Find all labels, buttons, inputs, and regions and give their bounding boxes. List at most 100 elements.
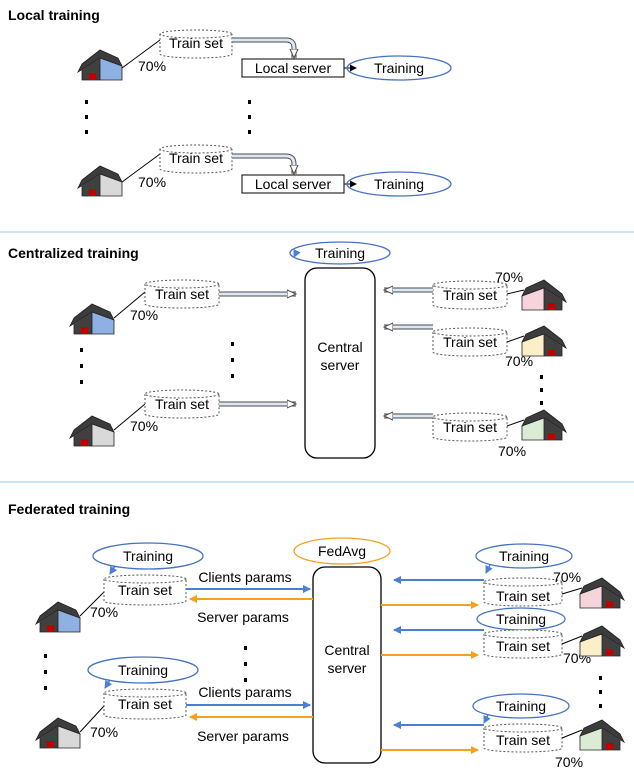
vertical-dots	[540, 375, 543, 405]
cylinder-icon	[432, 280, 508, 310]
fed-left-client-1: Train set 70%	[34, 574, 187, 633]
fedavg-label: FedAvg	[318, 543, 366, 559]
central-server-label: Central	[317, 339, 362, 355]
percent-label: 70%	[555, 754, 583, 770]
cylinder-icon	[159, 144, 233, 174]
fed-right-client-1: Train set 70%	[483, 569, 626, 609]
training-ellipse	[346, 55, 452, 81]
train-set-label: Train set	[496, 588, 550, 604]
train-set-label: Train set	[118, 696, 172, 712]
fed-left-client-2: Train set 70%	[34, 688, 187, 749]
house-icon	[521, 279, 568, 311]
training-label: Training	[496, 698, 546, 714]
clients-params-label: Clients params	[198, 569, 291, 585]
percent-label: 70%	[130, 418, 158, 434]
training-label: Training	[123, 548, 173, 564]
house-icon	[579, 577, 626, 609]
house-icon	[579, 719, 626, 751]
training-label: Training	[374, 176, 424, 192]
arrow-icon	[232, 37, 297, 58]
train-set-label: Train set	[496, 732, 550, 748]
vertical-dots	[44, 646, 247, 690]
central-left-client-2: Train set 70%	[68, 389, 220, 447]
central-server-box	[304, 267, 376, 459]
cylinder-icon	[103, 574, 187, 606]
local-client-1: Train set 70%	[76, 29, 233, 81]
data-arrow	[219, 294, 296, 404]
training-label: Training	[374, 60, 424, 76]
house-icon	[76, 49, 123, 81]
cylinder-icon	[103, 688, 187, 720]
central-right-client-3: Train set 70%	[432, 409, 568, 459]
central-server-label: Central	[324, 642, 369, 658]
cylinder-icon	[432, 412, 508, 442]
train-set-label: Train set	[496, 638, 550, 654]
fed-right-client-2: Train set 70%	[483, 625, 626, 666]
clients-params-label: Clients params	[198, 684, 291, 700]
house-icon	[521, 325, 568, 357]
percent-label: 70%	[553, 569, 581, 585]
cylinder-icon	[483, 577, 563, 607]
train-set-label: Train set	[443, 334, 497, 350]
percent-label: 70%	[90, 724, 118, 740]
house-icon	[76, 165, 123, 197]
train-set-label: Train set	[155, 286, 209, 302]
central-left-client-1: Train set 70%	[68, 279, 220, 335]
fedavg-ellipse	[293, 537, 391, 565]
cylinder-icon	[144, 389, 220, 419]
house-icon	[521, 409, 568, 441]
train-set-label: Train set	[443, 419, 497, 435]
server-params-label: Server params	[197, 728, 289, 744]
training-ellipse	[92, 542, 204, 570]
percent-label: 70%	[505, 353, 533, 369]
cylinder-icon	[483, 629, 563, 659]
local-client-2: Train set 70%	[76, 144, 233, 197]
server-params-label: Server params	[197, 609, 289, 625]
training-label: Training	[315, 245, 365, 261]
training-ellipse	[87, 656, 199, 684]
house-icon	[34, 601, 81, 633]
training-label: Training	[496, 611, 546, 627]
cylinder-icon	[432, 327, 508, 357]
training-ellipse	[475, 543, 573, 569]
percent-label: 70%	[138, 174, 166, 190]
house-icon	[579, 625, 626, 657]
central-right-client-1: Train set 70%	[432, 269, 568, 311]
percent-label: 70%	[138, 58, 166, 74]
train-set-label: Train set	[118, 582, 172, 598]
house-icon	[68, 303, 115, 335]
train-set-label: Train set	[443, 287, 497, 303]
percent-label: 70%	[495, 269, 523, 285]
central-right-client-2: Train set 70%	[432, 325, 568, 369]
fed-right-client-3: Train set 70%	[483, 719, 626, 770]
local-title: Local training	[8, 7, 100, 23]
vertical-dots	[80, 342, 234, 384]
training-label: Training	[118, 662, 168, 678]
central-server-label: server	[328, 660, 367, 676]
cylinder-icon	[144, 279, 220, 309]
percent-label: 70%	[130, 307, 158, 323]
house-icon	[34, 717, 81, 749]
centralized-title: Centralized training	[8, 245, 139, 261]
train-set-label: Train set	[169, 35, 223, 51]
federated-title: Federated training	[8, 501, 130, 517]
central-server-label: server	[321, 357, 360, 373]
training-label: Training	[499, 548, 549, 564]
data-arrow	[384, 290, 433, 416]
central-server-box	[312, 566, 382, 764]
cylinder-icon	[159, 29, 233, 59]
train-set-label: Train set	[169, 150, 223, 166]
percent-label: 70%	[498, 443, 526, 459]
percent-label: 70%	[90, 604, 118, 620]
cylinder-icon	[483, 723, 563, 753]
house-icon	[68, 415, 115, 447]
train-set-label: Train set	[155, 396, 209, 412]
training-ellipse	[289, 241, 391, 265]
vertical-dots	[85, 100, 251, 134]
local-server-label: Local server	[255, 60, 332, 76]
local-server-label: Local server	[255, 176, 332, 192]
training-ellipse	[472, 693, 570, 719]
vertical-dots	[599, 676, 602, 708]
training-ellipse	[346, 171, 452, 197]
